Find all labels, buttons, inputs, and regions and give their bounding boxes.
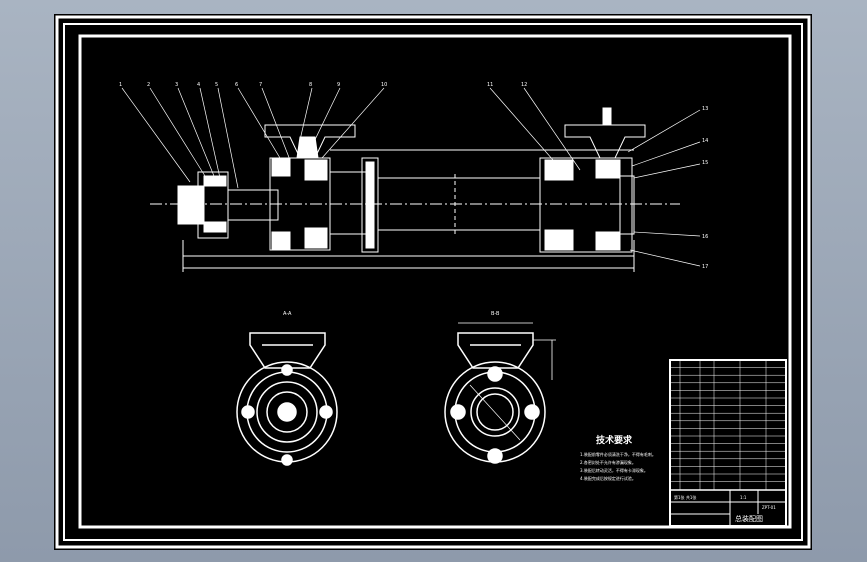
balloon-9: 9 bbox=[337, 82, 340, 88]
left-coupling-key-bottom bbox=[203, 221, 227, 233]
drawing-sheet bbox=[54, 14, 812, 550]
left-coupling-key-top bbox=[203, 175, 227, 187]
leader-lines-top bbox=[121, 87, 581, 189]
right-view-inner-circle bbox=[476, 393, 514, 431]
balloon-15: 15 bbox=[702, 160, 708, 166]
technical-notes: 技术要求 1.装配前零件必须清洗干净，不得有毛刺。 2.各密封处不允许有渗漏现象… bbox=[580, 434, 656, 481]
balloon-17: 17 bbox=[702, 264, 708, 270]
balloon-2: 2 bbox=[147, 82, 150, 88]
balloon-12: 12 bbox=[521, 82, 527, 88]
left-hatch-bottom bbox=[304, 227, 328, 249]
left-view-mid-circle bbox=[256, 381, 318, 443]
left-view-bolt-bottom bbox=[281, 454, 293, 466]
left-hatch-top bbox=[304, 159, 328, 181]
middle-border bbox=[63, 23, 803, 541]
left-shaft bbox=[227, 189, 279, 221]
balloon-4: 4 bbox=[197, 82, 200, 88]
right-view-bolt-bottom bbox=[487, 448, 503, 464]
balloon-14: 14 bbox=[702, 138, 708, 144]
end-view-right bbox=[444, 322, 556, 464]
left-view-inner-circle bbox=[266, 391, 308, 433]
right-hatch-top bbox=[544, 159, 574, 181]
balloon-10: 10 bbox=[381, 82, 387, 88]
view-label-right: B-B bbox=[491, 311, 500, 317]
bom-rows bbox=[670, 360, 786, 490]
right-hatch-bottom bbox=[544, 229, 574, 251]
balloon-11: 11 bbox=[487, 82, 493, 88]
right-nozzle-flange bbox=[564, 124, 646, 159]
right-bolt-top bbox=[595, 159, 621, 179]
drawing-name: 总装配图 bbox=[735, 514, 763, 523]
left-housing-bolt-bottom bbox=[271, 231, 291, 251]
main-section-view bbox=[150, 107, 680, 272]
balloon-3: 3 bbox=[175, 82, 178, 88]
balloon-16: 16 bbox=[702, 234, 708, 240]
left-view-bolt-left bbox=[241, 405, 255, 419]
balloon-7: 7 bbox=[259, 82, 262, 88]
left-nozzle-neck bbox=[296, 136, 319, 159]
view-label-left: A-A bbox=[283, 311, 292, 317]
notes-title: 技术要求 bbox=[596, 434, 633, 446]
note-4: 4.装配完成后按规定进行试验。 bbox=[580, 475, 636, 481]
right-view-mid-circle bbox=[470, 387, 520, 437]
end-view-left bbox=[236, 332, 338, 466]
balloon-1: 1 bbox=[119, 82, 122, 88]
balloon-6: 6 bbox=[235, 82, 238, 88]
right-nozzle-stub bbox=[602, 107, 612, 126]
right-view-bolt-top bbox=[487, 366, 503, 382]
note-2: 2.各密封处不允许有渗漏现象。 bbox=[580, 459, 636, 465]
middle-flange-face bbox=[365, 161, 375, 249]
right-bolt-bottom bbox=[595, 231, 621, 251]
left-housing-bolt-top bbox=[271, 157, 291, 177]
left-hub bbox=[177, 185, 205, 225]
balloon-13: 13 bbox=[702, 106, 708, 112]
sheet-info: 第1张 共1张 bbox=[674, 494, 696, 500]
balloon-5: 5 bbox=[215, 82, 218, 88]
note-3: 3.装配后转动灵活，不得有卡滞现象。 bbox=[580, 467, 648, 473]
right-view-section-line bbox=[469, 384, 521, 441]
right-housing bbox=[539, 157, 633, 253]
left-view-bolt-top bbox=[281, 364, 293, 376]
balloon-labels: 1 2 3 4 5 6 7 8 9 10 11 12 13 14 15 16 1… bbox=[119, 82, 708, 270]
right-view-bolt-left bbox=[450, 404, 466, 420]
drawing-scale: 1:1 bbox=[740, 495, 747, 500]
left-view-bolt-right bbox=[319, 405, 333, 419]
balloon-8: 8 bbox=[309, 82, 312, 88]
note-1: 1.装配前零件必须清洗干净，不得有毛刺。 bbox=[580, 451, 656, 457]
left-view-bore bbox=[277, 402, 297, 422]
inner-border bbox=[78, 34, 792, 529]
right-view-bolt-right bbox=[524, 404, 540, 420]
drawing-number: ZPT-01 bbox=[762, 505, 776, 510]
title-block bbox=[669, 359, 787, 527]
title-block-frame bbox=[669, 359, 787, 527]
right-end-cap bbox=[619, 175, 635, 235]
outer-border bbox=[55, 15, 811, 549]
leader-lines-right bbox=[627, 109, 701, 267]
